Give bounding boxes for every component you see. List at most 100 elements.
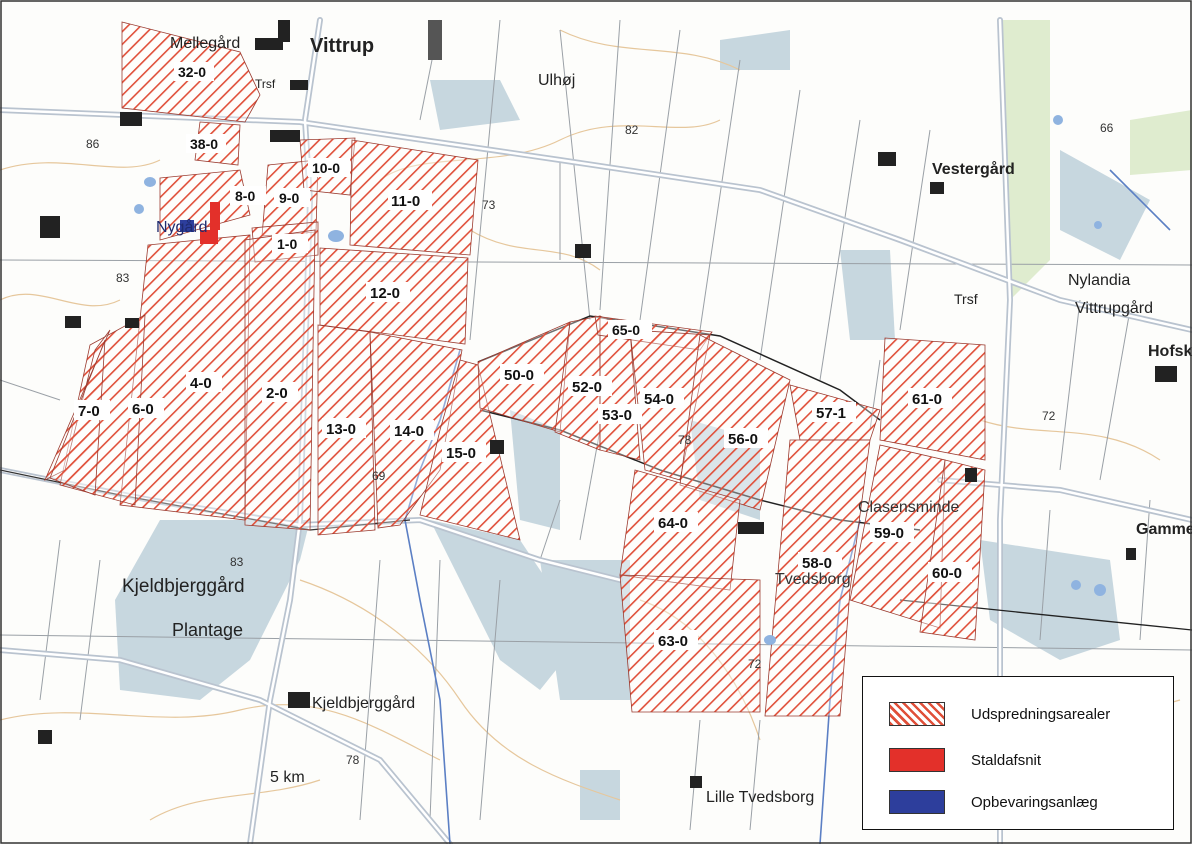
label-59-0: 59-0 [870, 522, 914, 542]
svg-text:15-0: 15-0 [446, 445, 476, 462]
svg-text:59-0: 59-0 [874, 525, 904, 542]
building-tvedsborg [738, 522, 764, 534]
label-7-0: 7-0 [74, 400, 110, 420]
building-vittrup-1 [278, 20, 290, 42]
place-kjeldbjerggard-1: Kjeldbjerggård [122, 576, 245, 597]
svg-text:53-0: 53-0 [602, 407, 632, 424]
place-vestergard: Vestergård [932, 160, 1015, 178]
building-center-2 [575, 244, 591, 258]
building-southwest [38, 730, 52, 744]
place-mellegard: Mellegård [170, 34, 240, 52]
place-hofsk: Hofsk [1148, 343, 1192, 360]
svg-text:61-0: 61-0 [912, 391, 942, 408]
place-nygard: Nygård [156, 218, 208, 236]
forest-ulhoj [430, 80, 520, 130]
svg-text:7-0: 7-0 [78, 403, 100, 420]
place-names: Mellegård Vittrup Trsf Ulhøj Nygård Vest… [122, 34, 1192, 806]
place-trsf-2: Trsf [954, 291, 978, 307]
svg-text:11-0: 11-0 [391, 193, 420, 210]
forest-north [720, 30, 790, 70]
field-2-0 [244, 229, 316, 531]
label-4-0: 4-0 [186, 372, 222, 392]
svg-text:60-0: 60-0 [932, 565, 962, 582]
legend-label-stable-section: Staldafsnit [971, 751, 1042, 769]
stream-northeast [1109, 169, 1171, 231]
legend-item-spreading-areas: Udspredningsarealer [889, 701, 1110, 727]
svg-text:2-0: 2-0 [266, 385, 288, 402]
meadow-northeast [1130, 110, 1192, 175]
label-63-0: 63-0 [654, 630, 698, 650]
forest-small [580, 770, 620, 820]
field-labels: 32-0 38-0 10-0 8-0 9-0 11-0 1-0 12-0 65-… [74, 62, 972, 650]
label-38-0: 38-0 [186, 134, 226, 153]
kjeldbjerggard-plantage-forest [115, 520, 310, 700]
place-trsf-1: Trsf [255, 77, 276, 91]
label-6-0: 6-0 [128, 398, 164, 418]
label-11-0: 11-0 [388, 190, 432, 210]
svg-text:54-0: 54-0 [644, 391, 674, 408]
elevation-73: 73 [482, 198, 496, 212]
label-9-0: 9-0 [274, 188, 310, 207]
elevation-82: 82 [625, 123, 639, 137]
building-hofsk [1155, 366, 1177, 382]
place-5km: 5 km [270, 769, 305, 786]
svg-text:9-0: 9-0 [279, 190, 299, 206]
label-57-1: 57-1 [812, 402, 856, 422]
label-14-0: 14-0 [390, 420, 434, 440]
building-silos [428, 20, 442, 60]
storage-facility [180, 220, 194, 232]
building-center-1 [270, 130, 300, 142]
label-10-0: 10-0 [308, 158, 350, 177]
label-56-0: 56-0 [724, 428, 768, 448]
building-gamme [1126, 548, 1136, 560]
building-west-1 [120, 112, 142, 126]
label-53-0: 53-0 [598, 404, 642, 424]
building-west-4 [125, 318, 139, 328]
label-60-0: 60-0 [928, 562, 972, 582]
building-west-2 [40, 216, 60, 238]
legend-swatch-storage [889, 790, 945, 814]
forest-center [510, 410, 560, 530]
svg-text:4-0: 4-0 [190, 375, 212, 392]
elevation-72b: 72 [748, 657, 762, 671]
svg-text:63-0: 63-0 [658, 633, 688, 650]
place-vittrupgard: Vittrupgård [1075, 299, 1153, 317]
label-58-0: 58-0 [798, 552, 842, 572]
legend-swatch-hatch [889, 702, 945, 726]
label-61-0: 61-0 [908, 388, 952, 408]
svg-text:65-0: 65-0 [612, 322, 640, 338]
building-mellegard [255, 38, 283, 50]
elevation-83a: 83 [116, 271, 130, 285]
building-15 [490, 440, 504, 454]
elevation-78b: 78 [346, 753, 360, 767]
map-legend: Udspredningsarealer Staldafsnit Opbevari… [862, 676, 1174, 830]
label-1-0: 1-0 [272, 234, 308, 253]
field-58-0 [764, 439, 871, 717]
label-50-0: 50-0 [500, 364, 544, 384]
elevation-69: 69 [372, 469, 386, 483]
svg-text:64-0: 64-0 [658, 515, 688, 532]
building-clasensminde [965, 468, 977, 482]
place-tvedsborg: Tvedsborg [775, 571, 851, 588]
svg-text:14-0: 14-0 [394, 423, 424, 440]
svg-text:10-0: 10-0 [312, 160, 340, 176]
forest-south-15 [430, 520, 580, 690]
label-15-0: 15-0 [442, 442, 486, 462]
legend-swatch-stable [889, 748, 945, 772]
building-lille-tvedsborg [690, 776, 702, 788]
stable-section [200, 230, 218, 244]
place-vittrup: Vittrup [310, 35, 374, 57]
svg-text:56-0: 56-0 [728, 431, 758, 448]
label-8-0: 8-0 [230, 186, 266, 205]
svg-text:50-0: 50-0 [504, 367, 534, 384]
place-clasensminde: Clasensminde [858, 499, 959, 516]
elevation-66: 66 [1100, 121, 1114, 135]
stable-section-2 [210, 202, 220, 230]
forest-east-60 [980, 540, 1120, 660]
elevation-83b: 83 [230, 555, 244, 569]
svg-text:13-0: 13-0 [326, 421, 356, 438]
building-kjeldbjerggard [288, 692, 310, 708]
svg-text:38-0: 38-0 [190, 136, 218, 152]
